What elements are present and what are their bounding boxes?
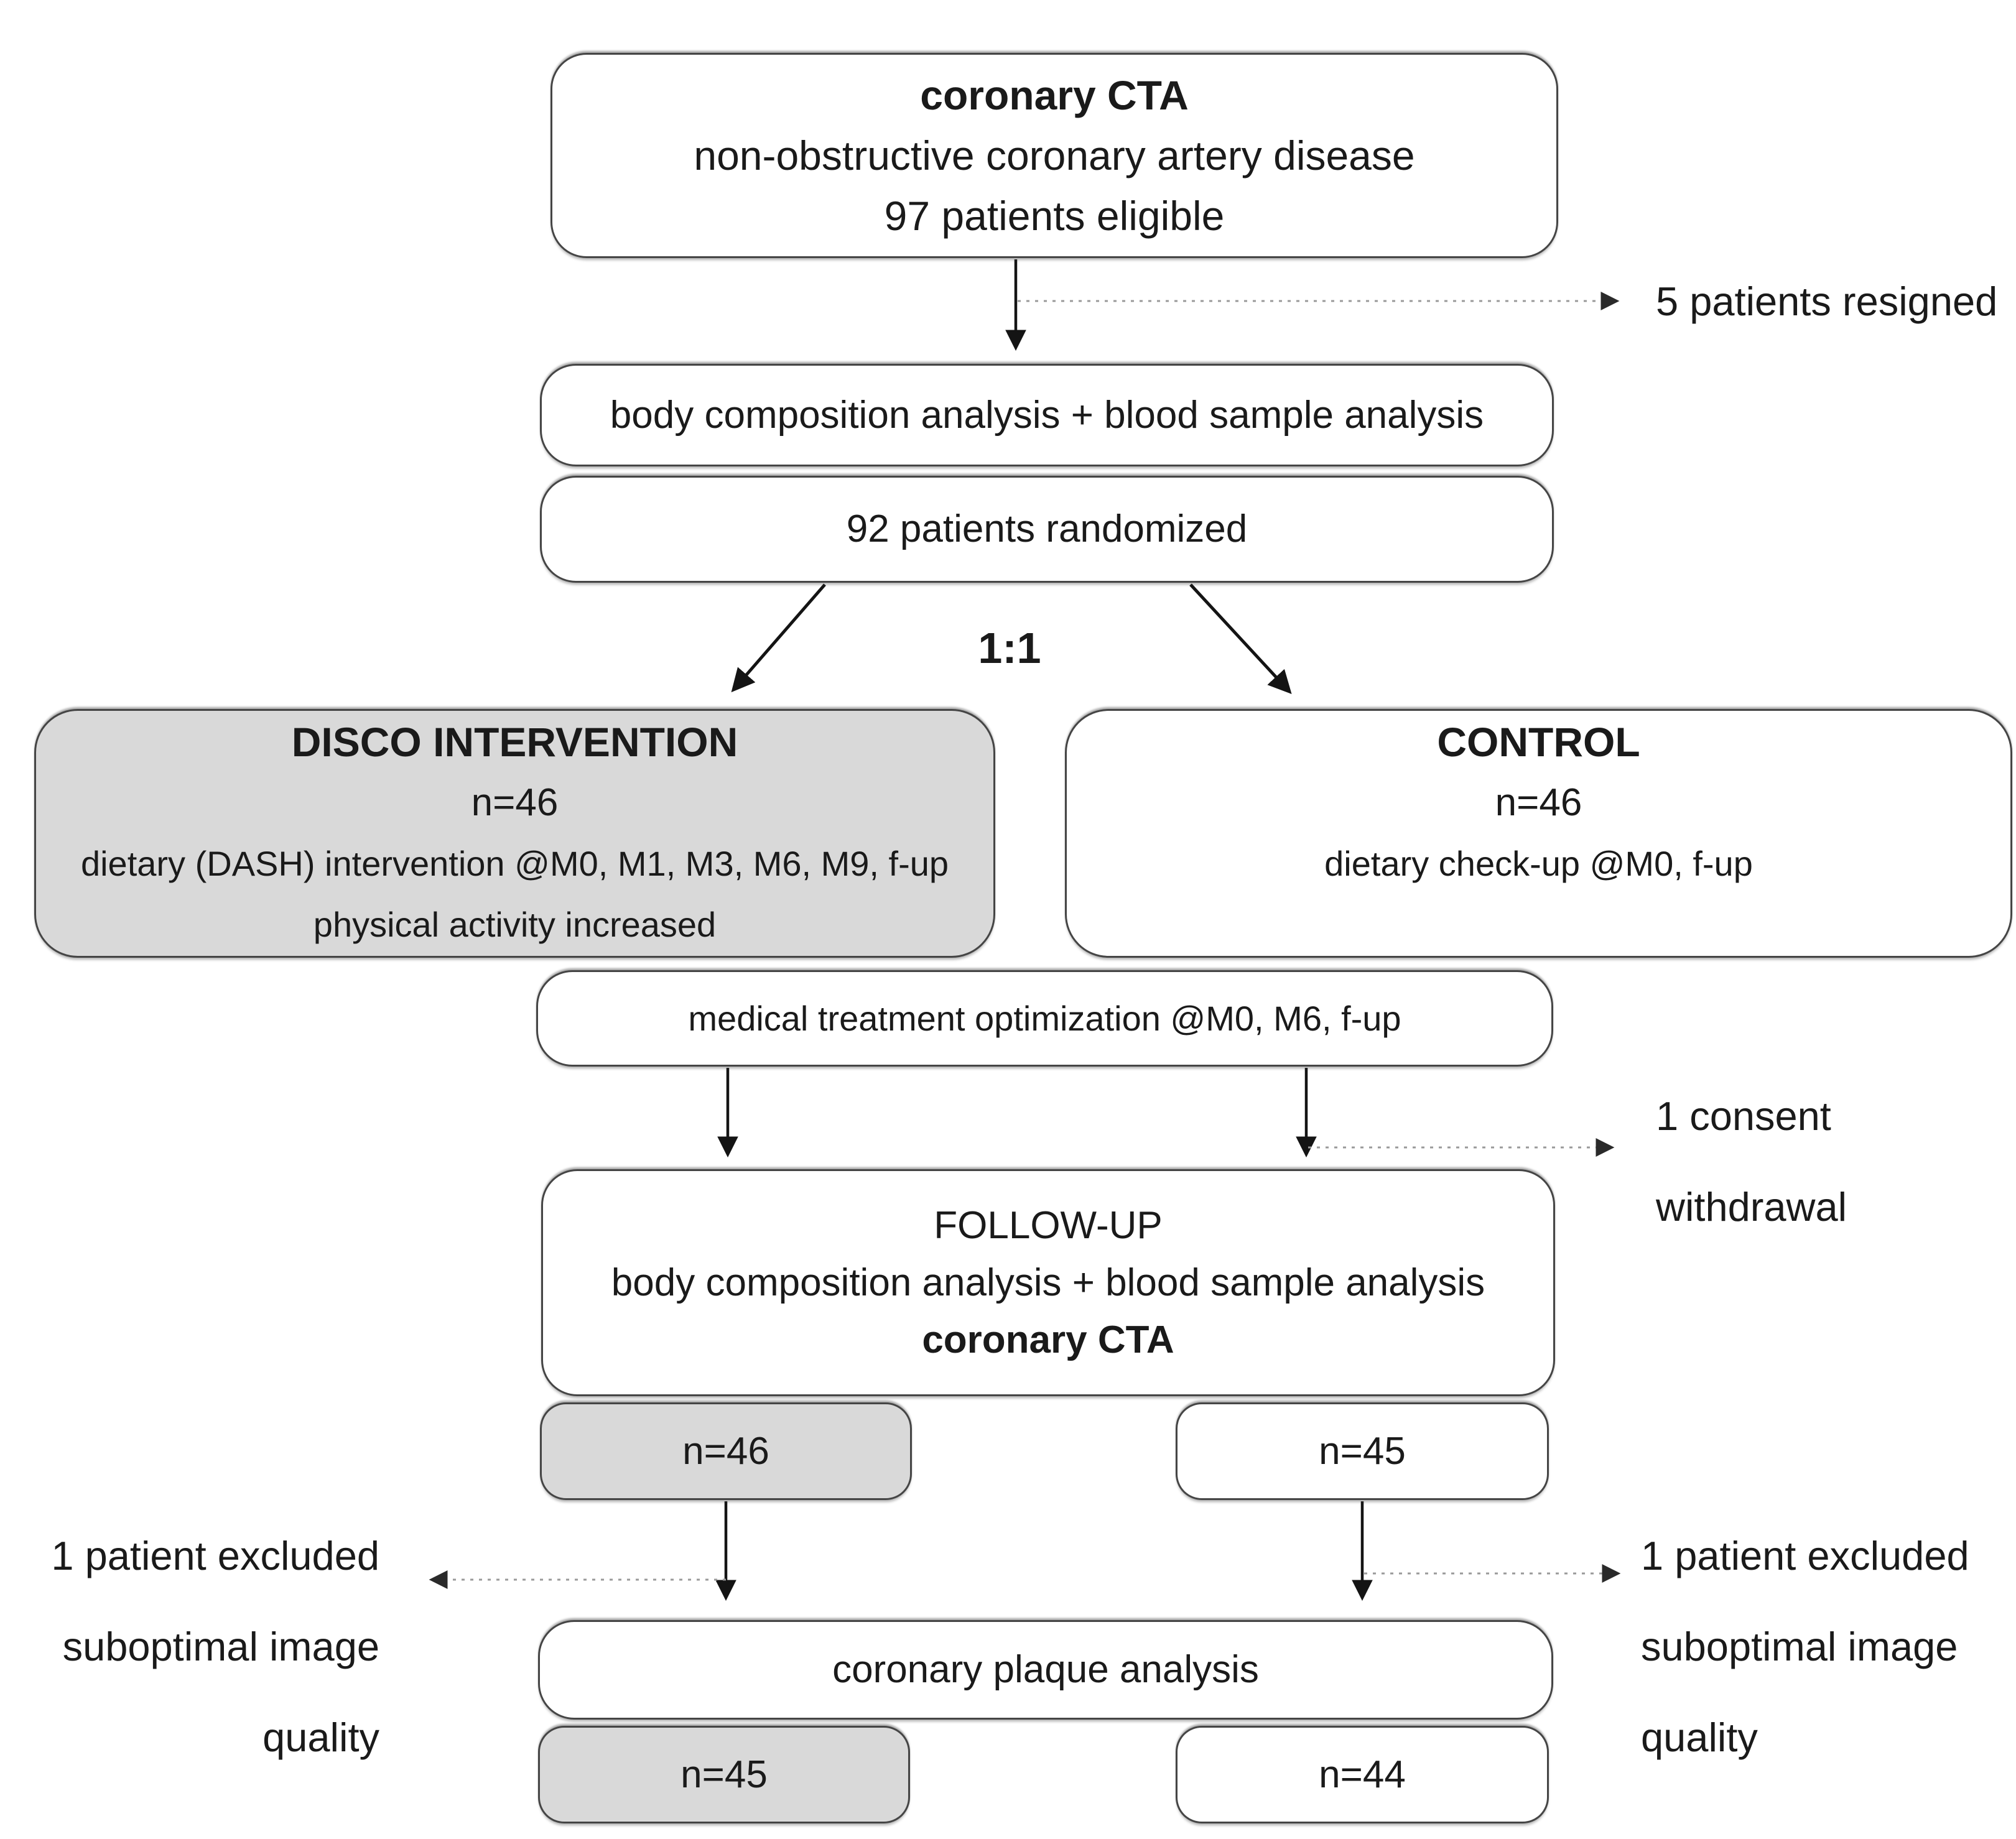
box-followup-control-count: n=45 bbox=[1176, 1402, 1549, 1500]
followup-line3: coronary CTA bbox=[922, 1318, 1174, 1361]
randomized-label: 92 patients randomized bbox=[846, 507, 1248, 550]
box-control-arm: CONTROL n=46 dietary check-up @M0, f-up bbox=[1065, 709, 2012, 958]
excluded-right-line3: quality bbox=[1641, 1715, 1758, 1760]
box-final-disco-count: n=45 bbox=[538, 1726, 910, 1823]
arrow-randomized-to-disco bbox=[731, 583, 826, 693]
box-final-control-count: n=44 bbox=[1176, 1726, 1549, 1823]
consent-withdrawal-note: 1 consent withdrawal bbox=[1656, 1071, 1967, 1253]
followup-line2: body composition analysis + blood sample… bbox=[611, 1261, 1485, 1304]
control-n: n=46 bbox=[1495, 781, 1582, 824]
excluded-right-line1: 1 patient excluded bbox=[1641, 1533, 1969, 1578]
box-medical-treatment-optimization: medical treatment optimization @M0, M6, … bbox=[536, 970, 1553, 1067]
box-follow-up: FOLLOW-UP body composition analysis + bl… bbox=[541, 1169, 1555, 1396]
followup-disco-n: n=46 bbox=[682, 1429, 769, 1473]
excluded-left-line1: 1 patient excluded bbox=[51, 1533, 379, 1578]
excluded-right-line2: suboptimal image bbox=[1641, 1624, 1958, 1669]
arrow-randomized-to-control bbox=[1189, 583, 1292, 694]
control-title: CONTROL bbox=[1437, 719, 1640, 765]
plaque-label: coronary plaque analysis bbox=[832, 1648, 1259, 1691]
excluded-left-note: 1 patient excluded suboptimal image qual… bbox=[16, 1511, 379, 1783]
randomization-ratio-label: 1:1 bbox=[978, 624, 1041, 672]
box-coronary-cta-eligible: coronary CTA non-obstructive coronary ar… bbox=[550, 53, 1558, 258]
box-disco-intervention-arm: DISCO INTERVENTION n=46 dietary (DASH) i… bbox=[34, 709, 995, 958]
cta-line3: 97 patients eligible bbox=[884, 192, 1225, 239]
final-disco-n: n=45 bbox=[681, 1753, 768, 1796]
disco-detail-1: dietary (DASH) intervention @M0, M1, M3,… bbox=[80, 844, 949, 883]
box-body-composition-analysis: body composition analysis + blood sample… bbox=[540, 364, 1554, 466]
excluded-right-note: 1 patient excluded suboptimal image qual… bbox=[1641, 1511, 2008, 1783]
control-detail-1: dietary check-up @M0, f-up bbox=[1324, 844, 1753, 883]
cta-title: coronary CTA bbox=[920, 72, 1189, 118]
medical-label: medical treatment optimization @M0, M6, … bbox=[688, 998, 1401, 1038]
cta-line2: non-obstructive coronary artery disease bbox=[694, 132, 1415, 178]
box-coronary-plaque-analysis: coronary plaque analysis bbox=[538, 1620, 1553, 1720]
disco-title: DISCO INTERVENTION bbox=[291, 719, 738, 765]
control-spacer bbox=[1534, 894, 1544, 955]
final-control-n: n=44 bbox=[1319, 1753, 1406, 1796]
consent-note-line1: 1 consent bbox=[1656, 1093, 1831, 1139]
followup-title: FOLLOW-UP bbox=[934, 1203, 1163, 1247]
disco-detail-2: physical activity increased bbox=[313, 905, 717, 944]
patients-resigned-note: 5 patients resigned bbox=[1656, 279, 1998, 324]
disco-n: n=46 bbox=[471, 781, 559, 824]
excluded-left-line3: quality bbox=[262, 1715, 379, 1760]
box-followup-disco-count: n=46 bbox=[540, 1402, 912, 1500]
consent-note-line2: withdrawal bbox=[1656, 1184, 1847, 1230]
excluded-left-line2: suboptimal image bbox=[62, 1624, 379, 1669]
body-comp-label: body composition analysis + blood sample… bbox=[610, 393, 1484, 437]
box-patients-randomized: 92 patients randomized bbox=[540, 476, 1554, 583]
followup-control-n: n=45 bbox=[1319, 1429, 1406, 1473]
